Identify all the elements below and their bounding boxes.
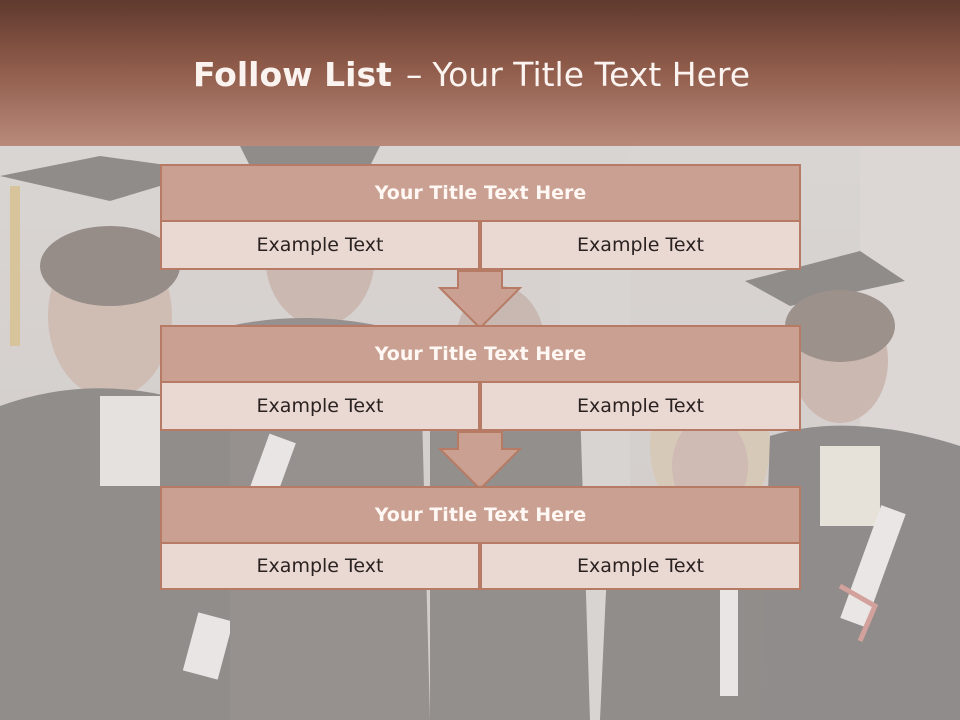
header-band: Follow List–Your Title Text Here [0,0,960,146]
block-cell-left: Example Text [160,542,480,590]
block-cell-left: Example Text [160,220,480,270]
down-arrow-1 [438,270,522,330]
block-title: Your Title Text Here [160,486,801,544]
block-cell-right: Example Text [480,381,801,431]
block-title: Your Title Text Here [160,325,801,383]
block-title: Your Title Text Here [160,164,801,222]
down-arrow-2 [438,431,522,491]
slide-title: Follow List–Your Title Text Here [0,52,943,98]
block-cell-right: Example Text [480,542,801,590]
title-rest: Your Title Text Here [432,55,751,94]
block-cell-left: Example Text [160,381,480,431]
title-bold: Follow List [192,55,392,94]
title-separator: – [405,55,423,94]
block-cell-right: Example Text [480,220,801,270]
